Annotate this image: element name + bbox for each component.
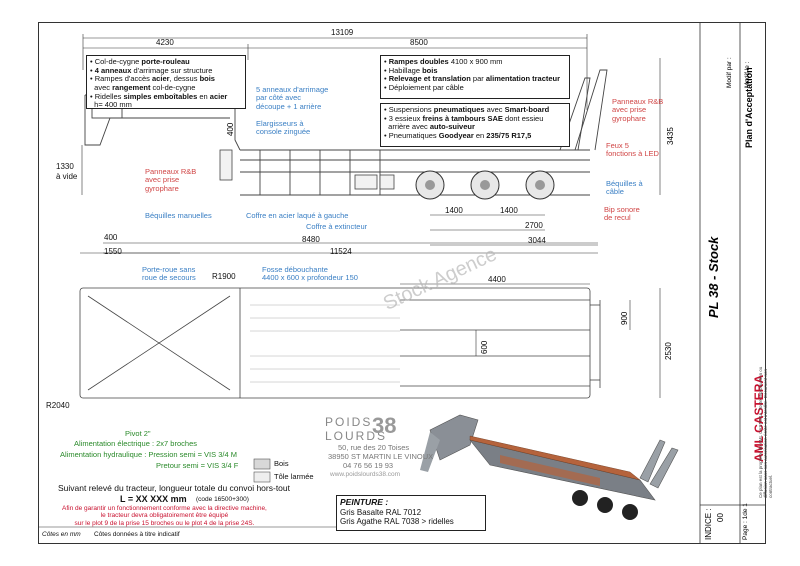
callout-manual-legs: Béquilles manuelles bbox=[145, 211, 212, 220]
convoy-length-value: L = XX XXX mm bbox=[120, 494, 187, 504]
dim-top-4400: 4400 bbox=[488, 275, 506, 284]
dim-gooseneck-step: 400 bbox=[226, 122, 235, 136]
page-number: Page : 1de 1 bbox=[742, 503, 749, 540]
dim-front-1550: 1550 bbox=[104, 247, 122, 256]
spec-box-axles: • Suspensions pneumatiques avec Smart-bo… bbox=[380, 103, 570, 147]
dim-overall-length: 11524 bbox=[330, 247, 352, 256]
units-label: Côtes en mm bbox=[42, 531, 81, 538]
callout-extenders: Elargisseurs à console zinguée bbox=[256, 119, 311, 137]
callout-pit: Fosse débouchante 4400 x 600 x profondeu… bbox=[262, 265, 358, 283]
dim-width-2530: 2530 bbox=[664, 342, 673, 360]
dimensions-note: Côtes données à titre indicatif bbox=[94, 531, 180, 538]
convoy-length-note: Suivant relevé du tracteur, longueur tot… bbox=[58, 483, 291, 493]
dim-wheelbase-rear: 2700 bbox=[525, 221, 543, 230]
dealer-address-1: 50, rue des 20 Toises bbox=[338, 443, 410, 452]
electric-supply: Alimentation électrique : 2x7 broches bbox=[74, 439, 197, 448]
legend-wood: Bois bbox=[274, 459, 289, 468]
dim-axle-spacing-1: 1400 bbox=[445, 206, 463, 215]
return-pressure: Pretour semi = VIS 3/4 F bbox=[156, 461, 239, 470]
dim-width-900: 900 bbox=[620, 311, 629, 325]
model-title: PL 38 - Stock bbox=[706, 236, 721, 318]
drawing-sheet bbox=[38, 22, 766, 544]
dealer-website: www.poidslourds38.com bbox=[330, 471, 401, 478]
dim-height-right: 3435 bbox=[666, 127, 675, 145]
dim-radius-2040: R2040 bbox=[46, 401, 70, 410]
dealer-phone: 04 76 56 19 93 bbox=[343, 461, 394, 470]
dim-radius-1900: R1900 bbox=[212, 272, 236, 281]
dim-deck-height-note: à vide bbox=[56, 172, 78, 181]
copyright-note: Ce plan est la propriété de AML CASTERA.… bbox=[758, 366, 773, 498]
paint-box: PEINTURE : Gris Basalte RAL 7012 Gris Ag… bbox=[336, 495, 486, 531]
callout-wheel-holder: Porte-roue sans roue de secours bbox=[142, 265, 196, 283]
pivot-spec: Pivot 2" bbox=[125, 429, 151, 438]
dim-front-400: 400 bbox=[104, 233, 118, 242]
revision-value: 00 bbox=[716, 513, 725, 522]
spec-box-gooseneck: • Col-de-cygne porte-rouleau • 4 anneaux… bbox=[86, 55, 246, 109]
hydraulic-supply: Alimentation hydraulique : Pression semi… bbox=[60, 450, 237, 459]
callout-extinguisher-box: Coffre à extincteur bbox=[306, 222, 368, 231]
callout-led-lights: Feux 5 fonctions à LED bbox=[606, 141, 659, 159]
dealer-logo-number: 38 bbox=[372, 413, 397, 438]
callout-cable-legs: Béquilles à câble bbox=[606, 179, 643, 197]
dim-kingpin-length: 8480 bbox=[302, 235, 320, 244]
modified-on: Modif le : bbox=[744, 61, 751, 88]
dim-total-length: 13109 bbox=[331, 28, 354, 37]
dim-rear-overhang: 3044 bbox=[528, 236, 546, 245]
callout-reverse-beeper: Bip sonore de recul bbox=[604, 205, 640, 223]
callout-steel-box: Coffre en acier laqué à gauche bbox=[246, 211, 349, 220]
dim-platform-length: 8500 bbox=[410, 38, 428, 47]
callout-tie-rings: 5 anneaux d'arrimage par côté avec décou… bbox=[256, 85, 329, 111]
revision-label: INDICE : bbox=[704, 508, 713, 540]
dealer-address-2: 38950 ST MARTIN LE VINOUX bbox=[328, 452, 434, 461]
modified-by: Modif par : bbox=[726, 57, 733, 88]
machine-directive-warning: Afin de garantir un fonctionnement confo… bbox=[62, 505, 267, 527]
callout-panels-left: Panneaux R&B avec prise gyrophare bbox=[145, 167, 197, 193]
dealer-logo-line1: POIDS bbox=[325, 415, 373, 429]
dim-width-600: 600 bbox=[480, 340, 489, 354]
spec-box-ramps: • Rampes doubles 4100 x 900 mm • Habilla… bbox=[380, 55, 570, 99]
callout-panels-right: Panneaux R&B avec prise gyrophare bbox=[612, 97, 664, 123]
legend-checker-plate: Tôle larmée bbox=[274, 472, 314, 481]
convoy-length-code: (code 16500+300) bbox=[196, 496, 249, 503]
dealer-logo-line2: LOURDS bbox=[325, 429, 388, 443]
dim-deck-height: 1330 bbox=[56, 162, 74, 171]
dim-gooseneck-length: 4230 bbox=[156, 38, 174, 47]
dim-axle-spacing-2: 1400 bbox=[500, 206, 518, 215]
